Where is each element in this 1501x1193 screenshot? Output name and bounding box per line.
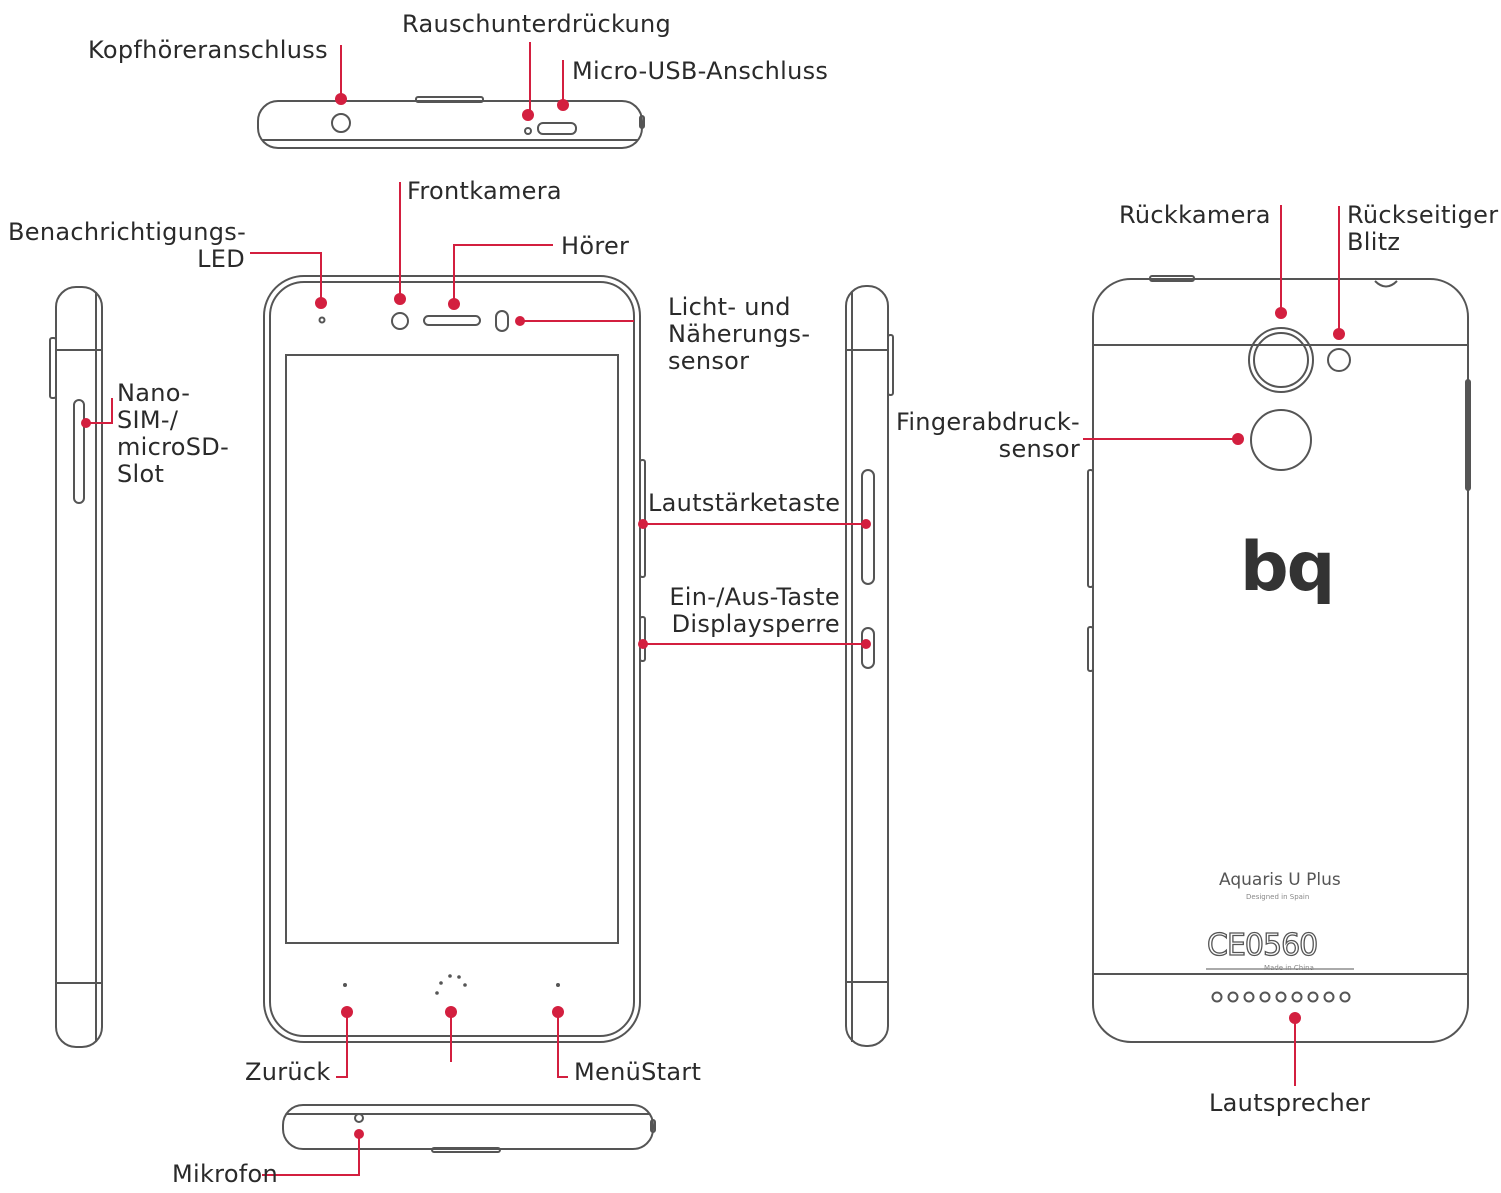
label-sim-line4: Slot — [117, 460, 165, 488]
earpiece-shape — [423, 315, 481, 326]
left-side-view — [49, 286, 103, 1048]
label-finger-line1: Fingerabdruck- — [895, 408, 1080, 436]
callout-lines — [86, 42, 1340, 1176]
label-sim-line3: microSD- — [117, 433, 230, 461]
label-light-line1: Licht- und — [668, 293, 791, 321]
label-power-key: Ein-/Aus-Taste Displaysperre — [640, 584, 840, 638]
label-sim-line2: SIM-/ — [117, 406, 179, 434]
light-sensor-shape — [495, 310, 509, 332]
label-flash-line2: Blitz — [1347, 228, 1401, 256]
power-button-shape — [861, 627, 875, 669]
brand-logo: bq — [1240, 528, 1335, 607]
label-light-line3: sensor — [668, 347, 750, 375]
usb-port-shape — [537, 122, 577, 135]
label-back-key: Zurück — [245, 1058, 331, 1086]
label-notification-led-line1: Benachrichtigungs- — [8, 218, 247, 246]
label-headphone-jack: Kopfhöreranschluss — [88, 36, 328, 64]
label-light-line2: Näherungs- — [668, 320, 811, 348]
fingerprint-sensor-shape — [1250, 409, 1312, 471]
label-power-line2: Displaysperre — [671, 610, 840, 638]
label-sim-line1: Nano- — [117, 379, 191, 407]
label-speaker: Lautsprecher — [1209, 1089, 1371, 1117]
screen — [285, 354, 619, 944]
label-light-proximity-sensor: Licht- und Näherungs- sensor — [668, 294, 810, 375]
label-microphone: Mikrofon — [172, 1160, 279, 1188]
label-menu-start-key: MenüStart — [574, 1058, 702, 1086]
label-rear-flash: Rückseitiger Blitz — [1347, 202, 1498, 256]
label-power-line1: Ein-/Aus-Taste — [669, 583, 840, 611]
front-camera-shape — [391, 312, 409, 330]
label-front-camera: Frontkamera — [407, 177, 562, 205]
model-name: Aquaris U Plus — [1219, 870, 1341, 890]
label-volume-key: Lautstärketaste — [648, 489, 841, 517]
soft-key-dots — [343, 974, 560, 995]
designed-text: Designed in Spain — [1246, 893, 1310, 901]
callout-dots — [81, 93, 1345, 1139]
label-sim-slot: Nano- SIM-/ microSD- Slot — [117, 380, 229, 488]
mic-hole-shape — [354, 1113, 364, 1123]
bottom-edge-view — [282, 1104, 656, 1153]
sim-slot-shape — [73, 399, 85, 504]
rear-flash-shape — [1327, 348, 1351, 372]
label-notification-led: Benachrichtigungs- LED — [8, 218, 247, 273]
label-micro-usb: Micro-USB-Anschluss — [572, 57, 829, 85]
label-noise-cancellation: Rauschunterdrückung — [402, 10, 672, 38]
top-edge-view — [257, 96, 645, 149]
label-earpiece: Hörer — [561, 232, 630, 260]
label-flash-line1: Rückseitiger — [1347, 201, 1499, 229]
label-fingerprint-sensor: Fingerabdruck- sensor — [880, 409, 1080, 463]
label-notification-led-line2: LED — [197, 245, 245, 273]
noise-mic-hole — [524, 127, 532, 135]
headphone-jack-shape — [331, 113, 351, 133]
rear-camera-shape — [1248, 327, 1314, 393]
front-view — [263, 275, 646, 1043]
fine-print: Made in China — [1264, 964, 1314, 972]
label-rear-camera: Rückkamera — [1119, 201, 1271, 229]
speaker-grille — [1211, 991, 1351, 1003]
ce-mark: CE0560 — [1206, 927, 1319, 963]
right-side-view — [845, 285, 894, 1047]
label-finger-line2: sensor — [998, 435, 1080, 463]
